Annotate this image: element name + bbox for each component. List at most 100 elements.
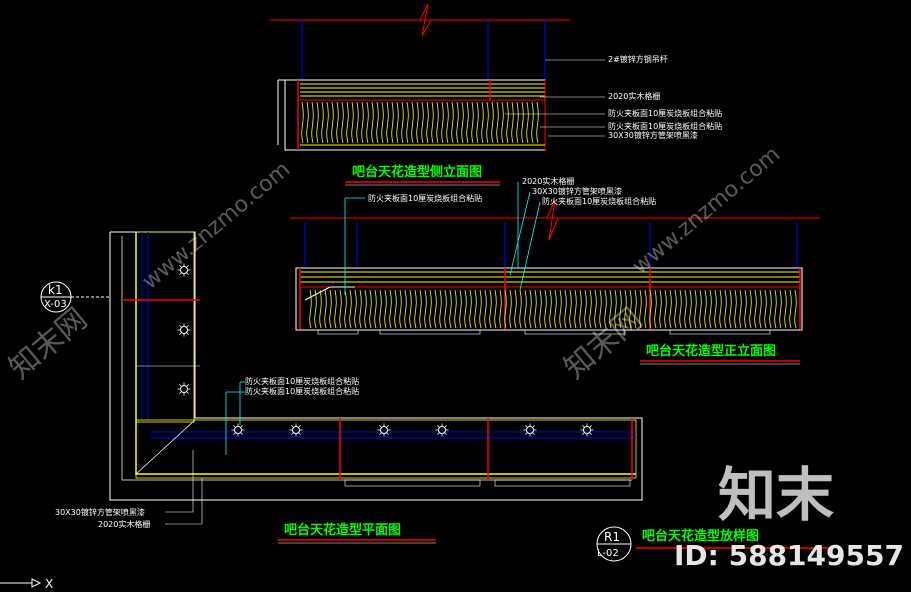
grille-loop [539, 289, 542, 329]
grille-loop [496, 101, 499, 144]
grille-loop [386, 101, 389, 144]
grille-loop [529, 289, 532, 329]
watermark-diagonal-right: www.znzmo.com [628, 142, 785, 280]
plan-caption: 吧台天花造型平面图 [284, 522, 401, 538]
grille-loop [391, 101, 394, 144]
grille-loop [499, 289, 502, 329]
grille-loop [454, 289, 457, 329]
grille-loop [364, 289, 367, 329]
plan-view: 防火夹板面10厘炭烧板组合粘贴 防火夹板面10厘炭烧板组合粘贴 30X30镀锌方… [55, 231, 643, 544]
grille-loop [524, 289, 527, 329]
grille-loop [486, 101, 489, 144]
grille-loop [784, 289, 787, 329]
grille-loop [659, 289, 662, 329]
grille-loop [399, 289, 402, 329]
grille-loop [739, 289, 742, 329]
grille-loop [459, 289, 462, 329]
grille-loop [514, 289, 517, 329]
grille-loop [439, 289, 442, 329]
grille-loop [334, 289, 337, 329]
grille-loop [644, 289, 647, 329]
grille-loop [534, 289, 537, 329]
grille-loop [714, 289, 717, 329]
grille-loop [361, 101, 364, 144]
grille-loop [339, 289, 342, 329]
grille-loop [594, 289, 597, 329]
grille-loop [419, 289, 422, 329]
grille-loop [336, 101, 339, 144]
grille-loop [356, 101, 359, 144]
grille-loop [604, 289, 607, 329]
grid-marker-r1-bottom: L-02 [597, 548, 619, 559]
grille-loop [509, 289, 512, 329]
grille-loop [481, 101, 484, 144]
plan-label-panel-2: 防火夹板面10厘炭烧板组合粘贴 [245, 386, 359, 396]
grille-loop [709, 289, 712, 329]
grille-loop [429, 289, 432, 329]
grille-loop [324, 289, 327, 329]
side-elevation-caption: 吧台天花造型侧立面图 [352, 164, 482, 180]
grille-loop [446, 101, 449, 144]
grille-loop [654, 289, 657, 329]
grille-loop [406, 101, 409, 144]
grille-loop [536, 101, 539, 144]
grille-loop [411, 101, 414, 144]
grille-loop [474, 289, 477, 329]
downlight-icon [177, 382, 191, 396]
grille-loop [321, 101, 324, 144]
grille-loop [436, 101, 439, 144]
grille-loop [461, 101, 464, 144]
grille-loop [501, 101, 504, 144]
downlight-icon [580, 423, 594, 437]
front-label-grille: 2020实木格栅 [522, 176, 574, 186]
grille-loop [624, 289, 627, 329]
grid-marker-k1-bottom: X-03 [44, 299, 67, 310]
grille-loop [779, 289, 782, 329]
plan-label-grille: 2020实木格栅 [98, 519, 150, 529]
front-label-frame: 30X30镀锌方管架喷黑漆 [532, 186, 622, 196]
grille-loop [354, 289, 357, 329]
ucs-axis-icon: X [0, 577, 53, 591]
grille-loop [424, 289, 427, 329]
grille-loop [694, 289, 697, 329]
grid-marker-r1-top: R1 [604, 530, 620, 544]
detail-caption: 吧台天花造型放样图 [642, 528, 759, 544]
plan-label-panel-1: 防火夹板面10厘炭烧板组合粘贴 [245, 376, 359, 386]
grille-loop [634, 289, 637, 329]
grille-loop [346, 101, 349, 144]
watermark-diagonal-left: www.znzmo.com [138, 157, 295, 295]
grille-loop [519, 289, 522, 329]
grille-loop [484, 289, 487, 329]
side-label-grille: 2020实木格栅 [608, 91, 660, 101]
side-label-frame: 30X30镀锌方管架喷黑漆 [608, 130, 698, 140]
grille-loop [314, 289, 317, 329]
grille-loop [449, 289, 452, 329]
grille-loop [389, 289, 392, 329]
watermark-corner-right: 知末网 [558, 301, 649, 386]
grille-loop [376, 101, 379, 144]
grille-loop [569, 289, 572, 329]
grid-marker-k1-top: k1 [48, 283, 63, 297]
grille-loop [366, 101, 369, 144]
grille-loop [466, 101, 469, 144]
watermark-brand-text: 知末 [718, 461, 834, 529]
grille-loop [526, 101, 529, 144]
watermark-corner-left: 知末网 [3, 301, 94, 386]
grille-loop [394, 289, 397, 329]
grille-loop [384, 289, 387, 329]
grille-loop [326, 101, 329, 144]
grille-loop [649, 289, 652, 329]
grille-loop [704, 289, 707, 329]
grille-loop [759, 289, 762, 329]
grille-loop [476, 101, 479, 144]
grille-loop [434, 289, 437, 329]
side-label-panel-1: 防火夹板面10厘炭烧板组合粘贴 [608, 108, 722, 118]
grille-loop [504, 289, 507, 329]
grille-loop [559, 289, 562, 329]
grille-loop [489, 289, 492, 329]
side-label-hanger: 2#镀锌方钢吊杆 [608, 54, 668, 64]
grille-loop [341, 101, 344, 144]
grille-loop [404, 289, 407, 329]
downlight-icon [289, 423, 303, 437]
grille-loop [431, 101, 434, 144]
